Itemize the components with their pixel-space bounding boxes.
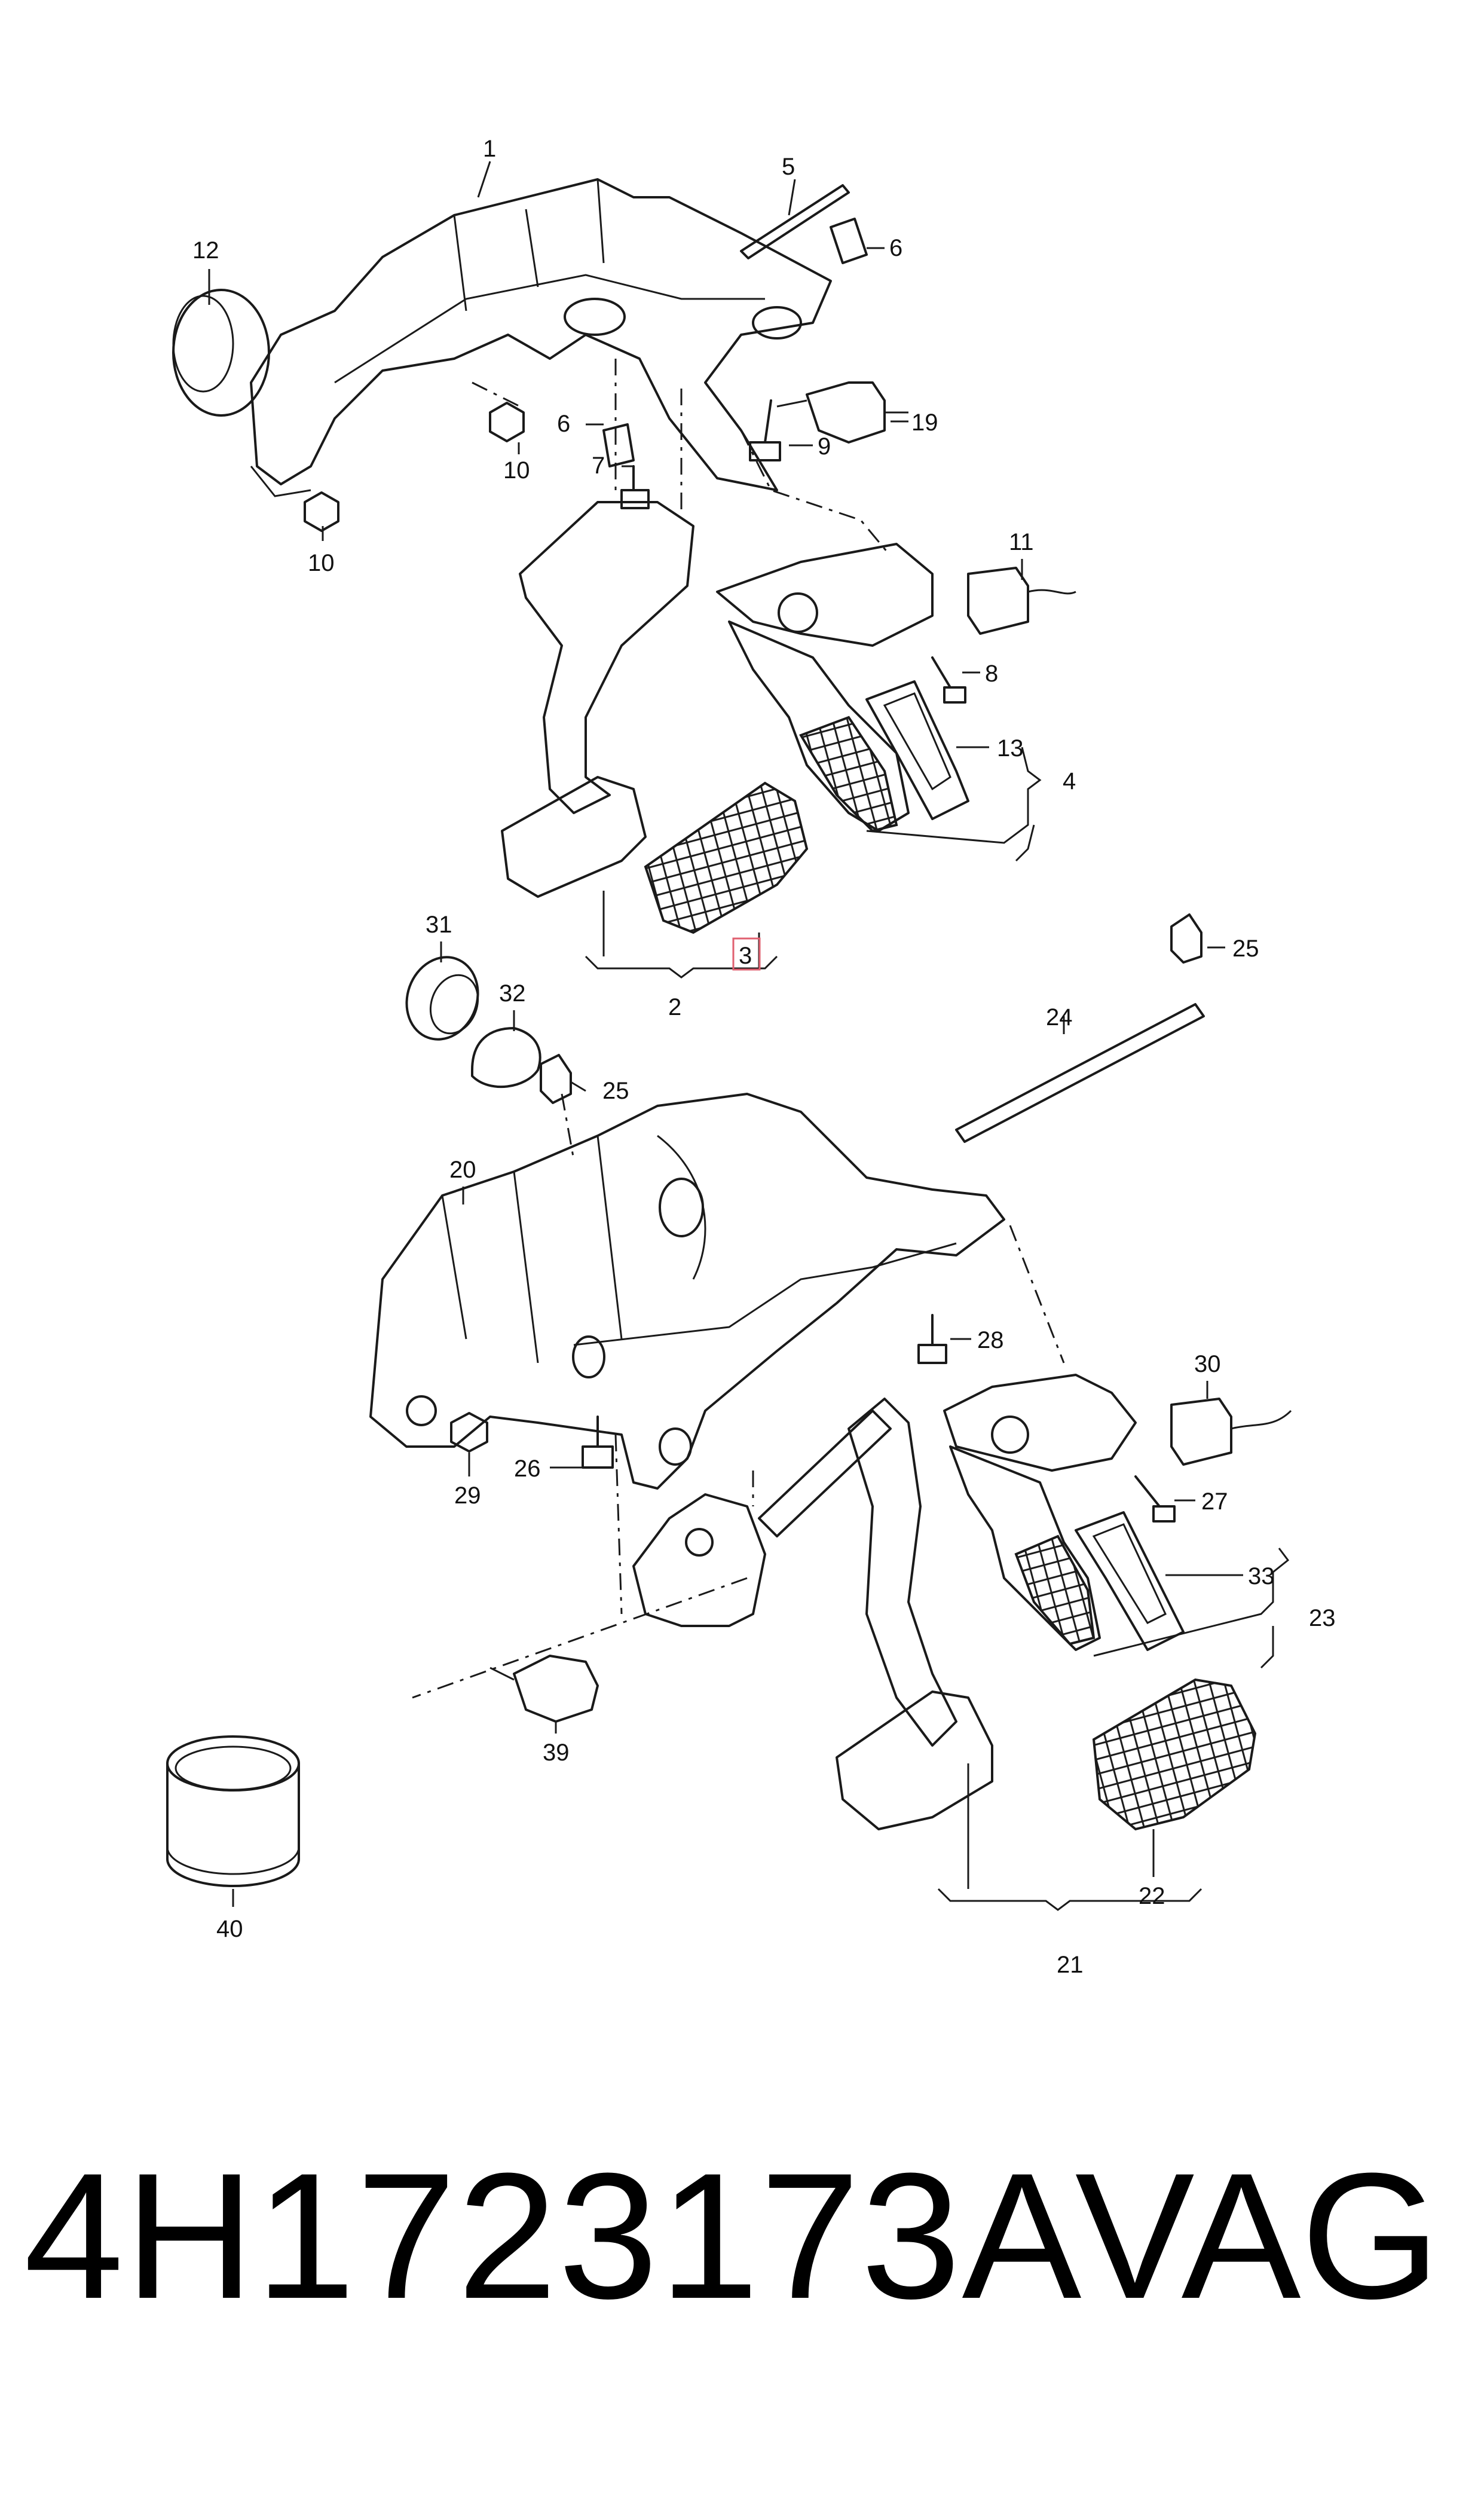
callout-40: 40 [216, 1916, 243, 1942]
callout-24: 24 [1046, 1004, 1073, 1031]
nut-10-b [304, 491, 339, 532]
nut-10-a [489, 402, 525, 442]
callout-23: 23 [1309, 1605, 1336, 1631]
bolt-8 [931, 656, 966, 704]
highlight-box-3 [732, 937, 761, 971]
callout-33: 33 [1248, 1563, 1275, 1589]
bolt-9 [749, 399, 781, 461]
parts-diagram: 1 5 6 12 6 19 7 9 10 10 11 8 13 4 3 2 31… [166, 136, 1336, 1978]
callout-25-b: 25 [602, 1078, 629, 1104]
callout-labels: 1 5 6 12 6 19 7 9 10 10 11 8 13 4 3 2 31… [192, 136, 1336, 1978]
switch-19 [806, 381, 886, 444]
pedal-pad-3 [644, 781, 809, 934]
grommet-31 [405, 956, 479, 1041]
callout-31: 31 [426, 912, 452, 938]
callout-10-a: 10 [503, 457, 530, 484]
pin-24 [955, 1003, 1205, 1143]
connector-11 [967, 567, 1029, 635]
callout-11: 11 [1009, 529, 1034, 555]
pedal-pad-22 [1092, 1678, 1257, 1831]
callout-6-a: 6 [889, 235, 902, 261]
accelerator-pad-13 [865, 680, 969, 820]
callout-30: 30 [1194, 1351, 1221, 1377]
callout-9: 9 [818, 433, 831, 460]
pedal-arm-2 [519, 501, 694, 814]
cap-32 [471, 1027, 541, 1089]
clip-6-b [830, 218, 868, 264]
callout-12: 12 [192, 237, 219, 264]
clip-25-a [1170, 913, 1203, 964]
callout-28: 28 [977, 1327, 1004, 1353]
pedal-shaft [758, 1410, 892, 1537]
accelerator-pad-33 [1075, 1511, 1185, 1651]
pedal-bracket-1 [250, 178, 832, 491]
bolt-28 [917, 1314, 947, 1364]
grommet-12 [172, 289, 270, 417]
footer: 4H1723173A VAG [24, 2146, 1458, 2397]
bolt-27 [1134, 1475, 1176, 1523]
callout-13: 13 [997, 735, 1024, 762]
callout-25-a: 25 [1232, 936, 1259, 962]
callout-20: 20 [449, 1157, 476, 1183]
callout-8: 8 [985, 661, 998, 687]
pin-5 [740, 184, 850, 259]
upper-pedal-assembly [172, 161, 1076, 979]
callout-6-b: 6 [557, 411, 570, 437]
callout-22: 22 [1139, 1883, 1165, 1909]
bolt-26 [582, 1416, 614, 1469]
switch-39 [513, 1655, 599, 1723]
pedal-bearing-block [632, 1493, 766, 1627]
callout-19: 19 [911, 409, 938, 436]
sleeve-40 [166, 1735, 300, 1887]
lower-pedal-assembly [166, 913, 1292, 1911]
callout-3: 3 [739, 943, 752, 969]
accelerator-module-23 [943, 1374, 1137, 1472]
callout-39: 39 [543, 1740, 570, 1766]
pedal-bracket-20 [369, 1093, 1005, 1490]
connector-30 [1170, 1398, 1232, 1466]
brand-name: VAG [1075, 2135, 1440, 2336]
callout-1: 1 [483, 136, 496, 162]
pedal-pad-2 [501, 776, 647, 898]
callout-29: 29 [454, 1482, 481, 1509]
callout-21: 21 [1057, 1952, 1084, 1978]
callout-27: 27 [1201, 1488, 1228, 1515]
callout-32: 32 [499, 980, 526, 1007]
pedal-pad-21 [836, 1690, 993, 1830]
callout-7: 7 [592, 453, 605, 479]
callout-2: 2 [668, 994, 681, 1020]
callout-4: 4 [1063, 768, 1076, 794]
clip-6-a [602, 423, 635, 467]
accelerator-module-4 [716, 543, 934, 647]
callout-26: 26 [514, 1456, 541, 1482]
pedal-arm-21 [847, 1398, 957, 1747]
callout-10-b: 10 [308, 550, 335, 576]
nut-29 [450, 1412, 488, 1453]
callout-5: 5 [782, 154, 795, 180]
part-number: 4H1723173A [24, 2135, 1083, 2336]
clip-25-b [540, 1054, 572, 1104]
